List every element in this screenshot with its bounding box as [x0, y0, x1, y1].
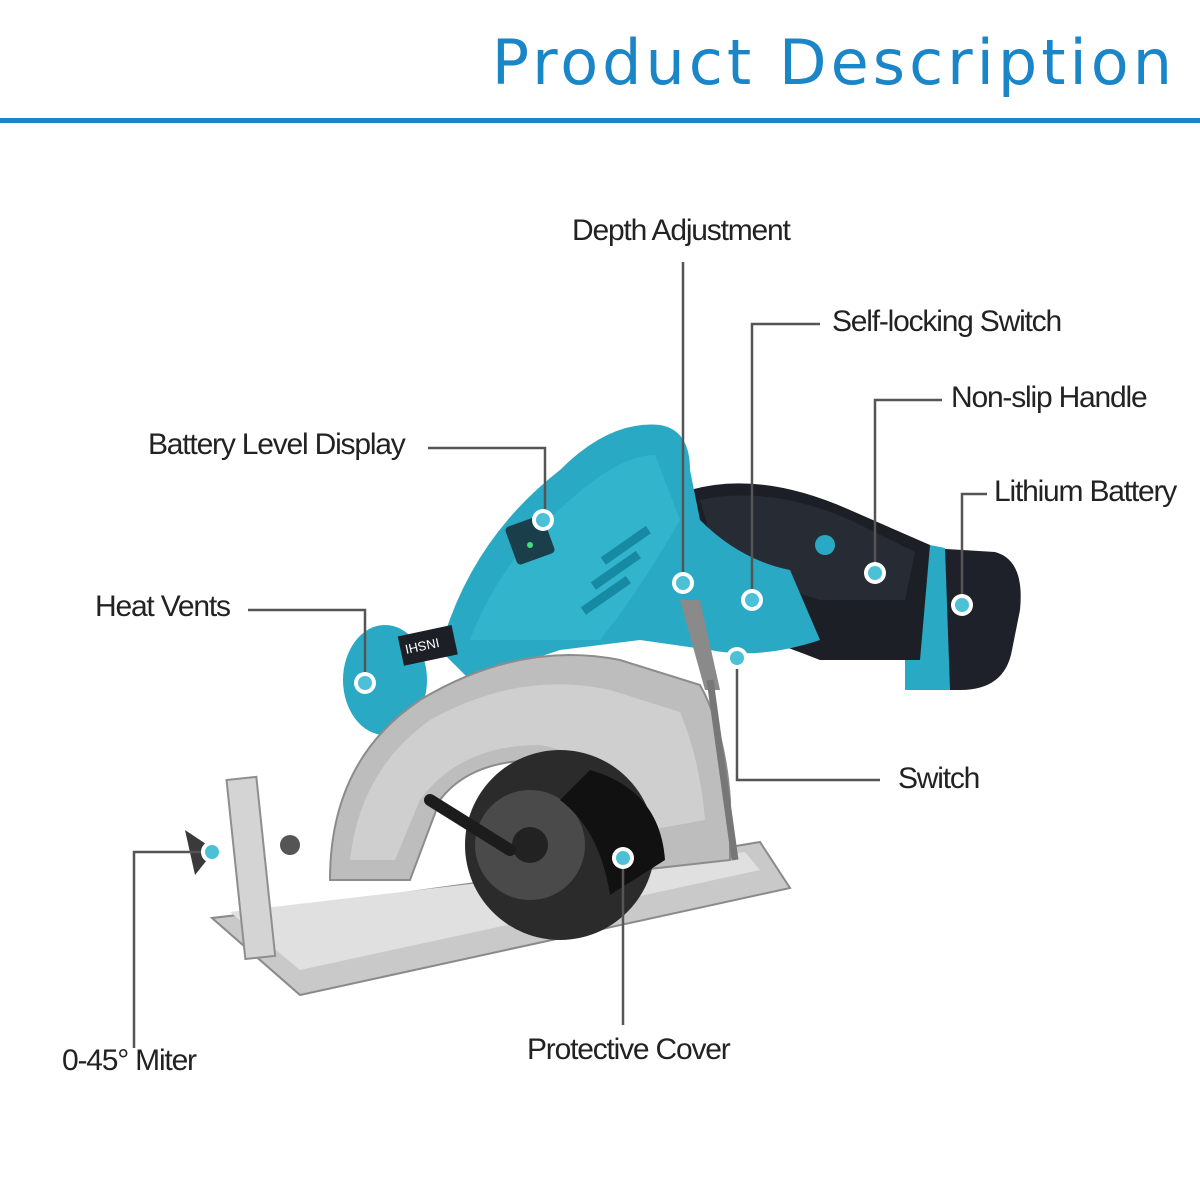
- leader-heat-vents: [248, 608, 367, 683]
- callout-non-slip-handle: Non-slip Handle: [951, 381, 1148, 414]
- callout-heat-vents: Heat Vents: [95, 590, 231, 623]
- brand-mark: INSHI: [404, 635, 441, 657]
- marker-lithium-battery: [951, 594, 973, 616]
- callout-lithium-battery: Lithium Battery: [994, 475, 1177, 508]
- leader-non-slip-handle: [873, 398, 942, 573]
- leader-switch: [735, 660, 880, 782]
- marker-protective-cover: [612, 847, 634, 869]
- depth-adjustment-lever: [680, 600, 739, 861]
- marker-non-slip-handle: [864, 562, 886, 584]
- leader-battery-level-display: [428, 446, 547, 520]
- callout-depth-adjustment: Depth Adjustment: [572, 214, 791, 247]
- marker-self-locking-switch: [741, 589, 763, 611]
- leader-miter: [132, 850, 212, 1048]
- callout-markers: [201, 509, 973, 869]
- callout-battery-level-display: Battery Level Display: [148, 428, 406, 461]
- callout-self-locking-switch: Self-locking Switch: [832, 305, 1062, 338]
- leader-self-locking-switch: [750, 322, 820, 600]
- leader-lines: [132, 262, 987, 1048]
- marker-switch: [726, 647, 748, 669]
- callout-switch: Switch: [898, 762, 980, 795]
- marker-miter: [201, 841, 223, 863]
- callout-miter: 0-45° Miter: [62, 1044, 197, 1077]
- marker-heat-vents: [354, 672, 376, 694]
- leader-lithium-battery: [960, 492, 987, 605]
- callout-protective-cover: Protective Cover: [527, 1033, 731, 1066]
- page-title: Product Description: [491, 26, 1176, 99]
- marker-depth-adjustment: [672, 572, 694, 594]
- marker-battery-level-display: [532, 509, 554, 531]
- protective-cover: [424, 750, 665, 940]
- header-divider: [0, 118, 1200, 123]
